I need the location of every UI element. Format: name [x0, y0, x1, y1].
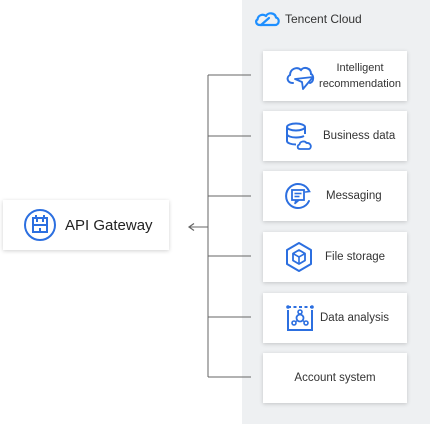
service-business-data: Business data: [263, 111, 407, 161]
brand: Tencent Cloud: [254, 9, 362, 29]
service-account-system: Account system: [263, 353, 407, 403]
service-messaging: Messaging: [263, 171, 407, 221]
service-data-analysis: Data analysis: [263, 293, 407, 343]
brand-name: Tencent Cloud: [285, 12, 362, 26]
api-gateway-node: API Gateway: [3, 200, 169, 250]
analysis-icon: [286, 305, 314, 331]
service-label: Data analysis: [320, 312, 390, 324]
service-label: Intelligent recommendation: [319, 62, 401, 90]
service-intelligent-recommendation: Intelligent recommendation: [263, 51, 407, 101]
message-icon: [285, 183, 311, 209]
gateway-label: API Gateway: [65, 216, 153, 234]
database-cloud-icon: [286, 122, 312, 150]
service-label: Messaging: [326, 190, 382, 202]
service-label: File storage: [325, 251, 386, 263]
arrow-head-icon: [187, 223, 195, 231]
cloud-logo-icon: [255, 12, 280, 27]
cloud-send-icon: [286, 66, 315, 90]
service-label: Business data: [323, 130, 396, 142]
cube-icon: [286, 242, 312, 272]
service-label: Account system: [294, 372, 376, 384]
service-file-storage: File storage: [263, 232, 407, 282]
gateway-icon: [24, 209, 56, 241]
